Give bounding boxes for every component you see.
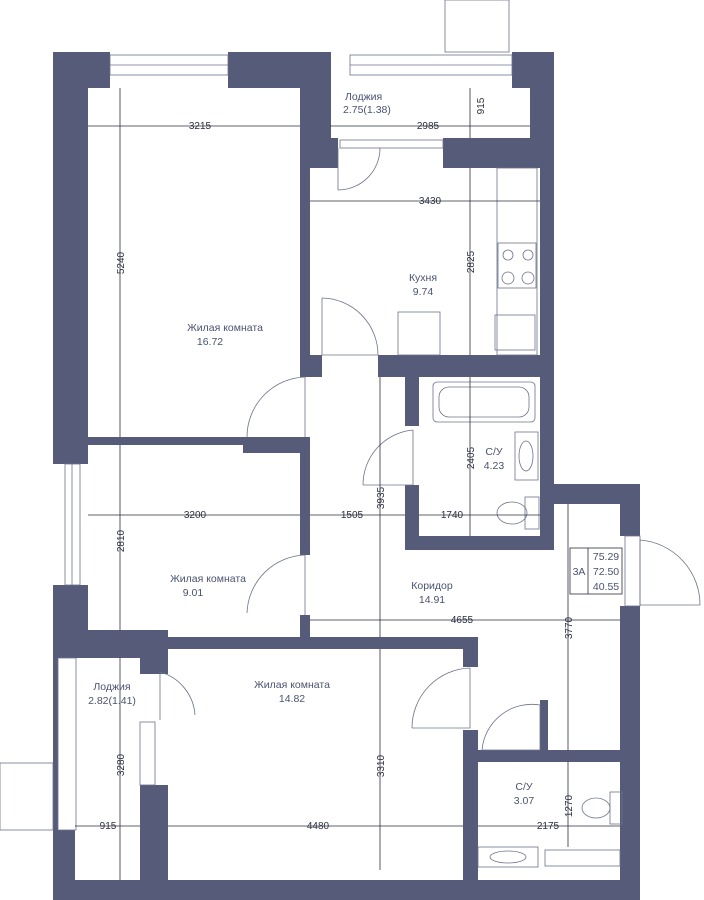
room-name-bath-1: С/У: [485, 446, 503, 458]
walls: [53, 52, 640, 900]
room-area-loggia-2: 2.82(1.41): [88, 695, 136, 707]
room-name-bath-2: С/У: [515, 781, 533, 793]
room-area-kitchen: 9.74: [413, 286, 434, 298]
dim-3310: 3310: [376, 754, 387, 777]
apartment-summary: 3А 75.29 72.50 40.55: [569, 547, 623, 595]
dim-3280: 3280: [116, 753, 127, 776]
room-area-corridor: 14.91: [419, 594, 445, 606]
room-area-living-1: 16.72: [197, 336, 223, 348]
fixtures: [397, 167, 623, 868]
dim-2405: 2405: [466, 446, 477, 469]
dim-1505: 1505: [341, 510, 364, 521]
usable-area: 72.50: [593, 566, 619, 578]
dim-1270: 1270: [564, 794, 575, 817]
dim-2985: 2985: [417, 121, 440, 132]
room-area-living-2: 9.01: [183, 587, 204, 599]
room-area-living-3: 14.82: [279, 693, 305, 705]
room-name-loggia-2: Лоджия: [93, 681, 130, 693]
dim-2175: 2175: [537, 821, 560, 832]
dim-3935: 3935: [376, 486, 387, 509]
dim-915-top: 915: [476, 97, 487, 114]
dim-3200: 3200: [184, 510, 207, 521]
dim-4655: 4655: [451, 615, 474, 626]
doors: [159, 147, 701, 751]
dimension-lines: [75, 88, 620, 880]
room-name-living-1: Жилая комната: [187, 322, 263, 334]
dim-2825: 2825: [466, 250, 477, 273]
room-area-loggia-1: 2.75(1.38): [343, 104, 391, 116]
room-name-kitchen: Кухня: [409, 272, 437, 284]
dim-3430: 3430: [419, 196, 442, 207]
dim-4480: 4480: [307, 821, 330, 832]
dim-3770: 3770: [564, 616, 575, 639]
dim-5240: 5240: [116, 251, 127, 274]
room-name-loggia-1: Лоджия: [345, 91, 382, 103]
total-area: 75.29: [593, 551, 619, 563]
room-area-bath-1: 4.23: [484, 460, 505, 472]
room-name-living-3: Жилая комната: [254, 679, 330, 691]
dim-3215: 3215: [189, 121, 212, 132]
room-name-living-2: Жилая комната: [170, 573, 246, 585]
dimension-labels: 3215 2985 915 3430 5240 2825 2405 3935 3…: [100, 97, 575, 832]
dim-2810: 2810: [116, 529, 127, 552]
dim-915-bottom: 915: [100, 821, 117, 832]
room-name-corridor: Коридор: [411, 580, 453, 592]
apartment-type: 3А: [573, 566, 586, 578]
room-area-bath-2: 3.07: [514, 795, 535, 807]
room-labels: Лоджия 2.75(1.38) Жилая комната 16.72 Ку…: [88, 91, 534, 807]
living-area: 40.55: [593, 581, 619, 593]
windows: [0, 0, 641, 831]
dim-1740: 1740: [441, 510, 464, 521]
